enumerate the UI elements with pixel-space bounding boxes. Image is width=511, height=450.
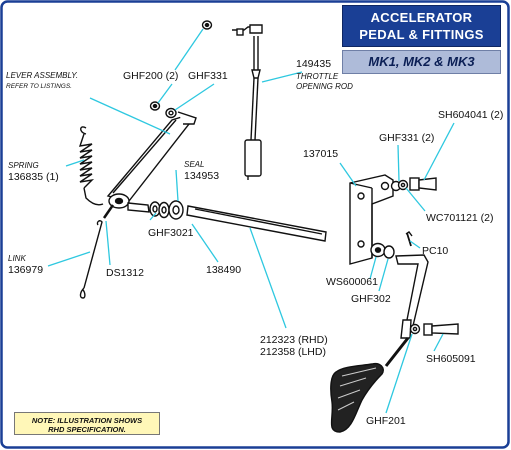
label-ghf331-left: GHF331 (188, 70, 228, 82)
title-line-1: ACCELERATOR (370, 10, 473, 25)
label-spring-num: 136835 (1) (8, 171, 59, 183)
pedal-arm (384, 254, 429, 367)
label-throttle-1: THROTTLE (296, 72, 339, 81)
cross-shaft (186, 205, 327, 242)
ghf331-washer-left (165, 107, 177, 119)
ghf200-nut-lower (149, 101, 161, 111)
label-wc701121: WC701121 (2) (426, 212, 494, 224)
label-ds1312: DS1312 (106, 267, 144, 279)
note-line-2: RHD SPECIFICATION. (48, 425, 126, 434)
label-212358: 212358 (LHD) (260, 346, 326, 358)
label-ghf302: GHF302 (351, 293, 391, 305)
title-box: ACCELERATOR PEDAL & FITTINGS (342, 5, 501, 47)
ghf201-washer (409, 323, 421, 335)
label-212323: 212323 (RHD) (260, 334, 328, 346)
label-sh605091: SH605091 (426, 353, 476, 365)
ghf331-washers-right (390, 179, 409, 192)
link-rod (79, 220, 103, 299)
sh605091-bolt (423, 323, 459, 336)
label-seal-num: 134953 (184, 170, 219, 182)
label-149435: 149435 (296, 58, 331, 70)
label-ghf200: GHF200 (2) (123, 70, 178, 82)
rhd-note-box: NOTE: ILLUSTRATION SHOWS RHD SPECIFICATI… (14, 412, 160, 435)
label-spring-name: SPRING (8, 161, 39, 170)
label-lever-assembly-2: REFER TO LISTINGS. (6, 83, 72, 90)
throttle-opening-rod (232, 24, 263, 180)
label-throttle-2: OPENING ROD (296, 82, 353, 91)
pedal-pad (330, 362, 384, 433)
pedal-bracket (349, 174, 394, 265)
spring (78, 126, 104, 206)
lever-assembly (106, 111, 197, 213)
label-ghf3021: GHF3021 (148, 227, 194, 239)
label-ws600061: WS600061 (326, 276, 378, 288)
part-labels: LEVER ASSEMBLY. REFER TO LISTINGS. GHF20… (6, 58, 503, 427)
pc10-pin (405, 231, 413, 247)
label-lever-assembly-1: LEVER ASSEMBLY. (6, 71, 78, 80)
label-137015: 137015 (303, 148, 338, 160)
ds1312-pin (102, 204, 115, 219)
label-138490: 138490 (206, 264, 241, 276)
label-sh604041: SH604041 (2) (438, 109, 503, 121)
label-seal-name: SEAL (184, 160, 204, 169)
note-line-1: NOTE: ILLUSTRATION SHOWS (31, 416, 143, 425)
label-pc10: PC10 (422, 245, 448, 257)
title-header: ACCELERATOR PEDAL & FITTINGS MK1, MK2 & … (342, 5, 502, 77)
sh604041-bolt (409, 177, 437, 191)
ws600061-washer (370, 242, 395, 259)
title-line-2: PEDAL & FITTINGS (359, 27, 484, 42)
ghf200-nut-top (201, 20, 213, 30)
label-ghf201: GHF201 (366, 415, 406, 427)
subtitle-models: MK1, MK2 & MK3 (368, 54, 475, 69)
subtitle-box: MK1, MK2 & MK3 (342, 50, 501, 74)
parts-drawing (78, 20, 459, 433)
seal-washers (149, 200, 184, 220)
label-ghf331-right: GHF331 (2) (379, 132, 434, 144)
label-link-num: 136979 (8, 264, 43, 276)
label-link-name: LINK (8, 254, 26, 263)
leader-lines (47, 28, 455, 414)
